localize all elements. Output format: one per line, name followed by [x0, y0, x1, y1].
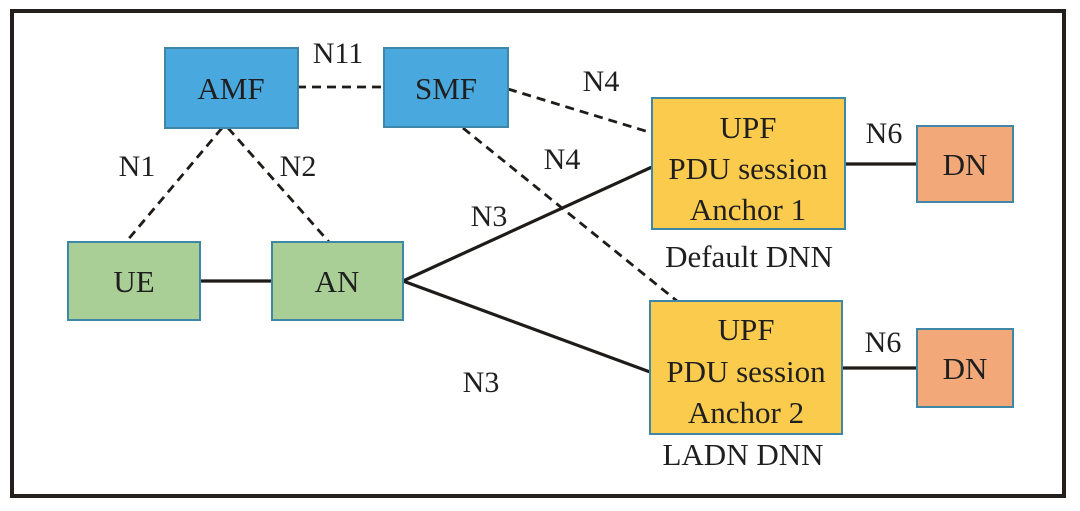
node-dn2-label: DN — [943, 351, 988, 386]
node-upf-anchor2: UPF PDU session Anchor 2 — [649, 300, 843, 435]
node-amf-box — [164, 47, 299, 129]
label-n11: N11 — [313, 37, 364, 70]
edge-n2-amf-an — [226, 127, 331, 243]
node-upf-anchor1-label-line3: Anchor 1 — [690, 192, 806, 227]
node-smf-label: SMF — [415, 71, 477, 106]
node-upf-anchor1-label-line1: UPF — [720, 110, 777, 145]
node-layer: AMF SMF UE AN UPF PDU session — [67, 47, 1014, 435]
node-upf-anchor1: UPF PDU session Anchor 1 — [651, 97, 846, 230]
node-upf-anchor2-label-line3: Anchor 2 — [688, 395, 804, 430]
label-n1: N1 — [119, 150, 156, 183]
figure-frame — [10, 9, 1066, 498]
node-dn2: DN — [916, 328, 1014, 408]
edge-n3-an-anchor2 — [402, 279, 651, 374]
label-n6-anchor1: N6 — [866, 117, 903, 150]
interface-label-layer: N11 N1 N2 N4 N4 N3 N3 N6 N6 — [119, 37, 903, 399]
caption-layer: Default DNN LADN DNN — [662, 239, 832, 472]
node-dn1: DN — [916, 125, 1014, 203]
node-smf-box — [383, 47, 509, 128]
node-dn1-label: DN — [943, 147, 988, 182]
node-upf-anchor2-box — [649, 300, 843, 435]
node-dn1-box — [916, 125, 1014, 203]
node-ue-box — [67, 241, 201, 321]
edge-n3-an-anchor1 — [402, 165, 653, 283]
label-n3-anchor2: N3 — [463, 366, 500, 399]
node-upf-anchor1-box — [651, 97, 846, 230]
node-dn2-box — [916, 328, 1014, 408]
label-n3-anchor1: N3 — [471, 200, 508, 233]
node-ue-label: UE — [113, 264, 154, 299]
edge-n4-smf-anchor2 — [462, 126, 678, 303]
node-an-label: AN — [315, 264, 360, 299]
edge-n1-amf-ue — [124, 127, 224, 243]
node-upf-anchor2-label-line1: UPF — [718, 312, 775, 347]
label-n4-anchor1: N4 — [583, 65, 620, 98]
edge-layer — [124, 85, 917, 374]
node-amf: AMF — [164, 47, 299, 129]
caption-default-dnn: Default DNN — [665, 239, 833, 274]
edge-n4-smf-anchor1 — [507, 87, 653, 135]
node-ue: UE — [67, 241, 201, 321]
node-smf: SMF — [383, 47, 509, 128]
node-upf-anchor2-label-line2: PDU session — [666, 354, 826, 389]
label-n2: N2 — [280, 150, 317, 183]
node-an: AN — [271, 241, 404, 321]
node-an-box — [271, 241, 404, 321]
label-n6-anchor2: N6 — [865, 326, 902, 359]
label-n4-anchor2: N4 — [544, 143, 581, 176]
node-amf-label: AMF — [197, 71, 264, 106]
node-upf-anchor1-label-line2: PDU session — [668, 151, 828, 186]
caption-ladn-dnn: LADN DNN — [662, 437, 823, 472]
